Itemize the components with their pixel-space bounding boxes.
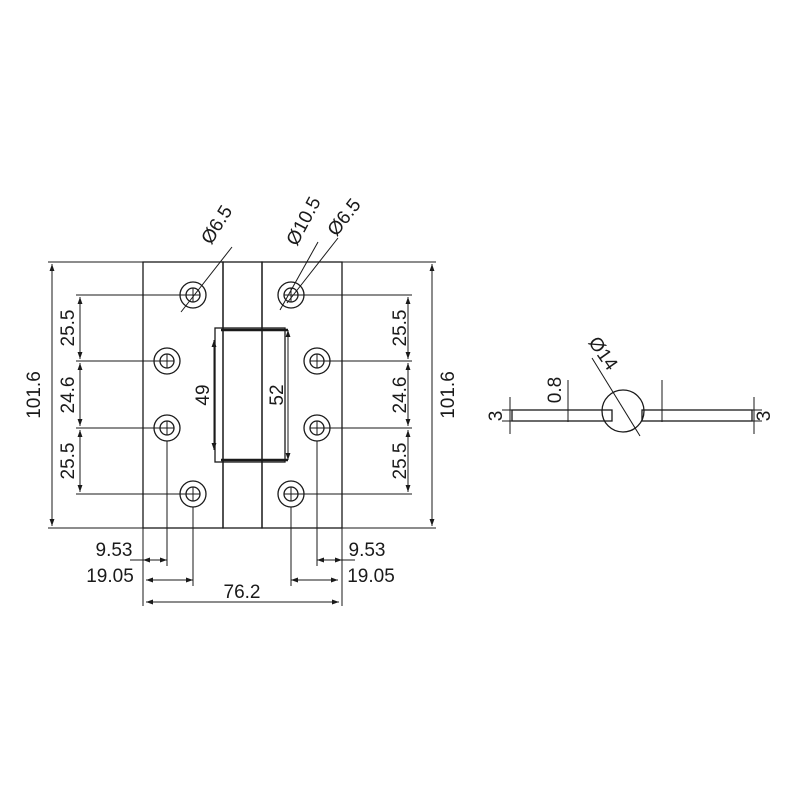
dim-height-left-label: 101.6 xyxy=(24,371,45,419)
side-view: 3 3 0.8 Ø14 xyxy=(486,333,775,437)
dim-left-offset-near: 9.53 xyxy=(96,540,133,561)
dim-right-spacing-top: 25.5 xyxy=(390,310,411,347)
side-right-leaf xyxy=(641,409,753,422)
side-left-leaf xyxy=(511,409,613,422)
dim-knuckle-inner: 49 xyxy=(193,384,214,405)
dim-height-right-label: 101.6 xyxy=(438,371,459,419)
knuckle-body xyxy=(222,261,263,529)
dim-left-spacing-top: 25.5 xyxy=(58,310,79,347)
side-knuckle xyxy=(601,389,645,433)
dim-total-width: 76.2 xyxy=(224,582,261,603)
dim-hole-large: Ø10.5 xyxy=(283,194,326,250)
dim-pin-diameter: Ø14 xyxy=(584,333,622,375)
dim-knuckle-outer: 52 xyxy=(267,384,288,405)
dim-left-spacing-bottom: 25.5 xyxy=(58,443,79,480)
dim-leaf-gap: 0.8 xyxy=(545,377,566,403)
dim-left-offset-far: 19.05 xyxy=(86,566,134,587)
dim-thickness-left: 3 xyxy=(486,411,507,422)
dim-right-spacing-mid: 24.6 xyxy=(390,377,411,414)
dim-right-spacing-bottom: 25.5 xyxy=(390,443,411,480)
dim-right-offset-far: 19.05 xyxy=(347,566,395,587)
front-view: 101.6 101.6 25.5 24.6 25.5 25.5 24.6 25.… xyxy=(24,194,459,606)
dim-hole-small-left: Ø6.5 xyxy=(198,202,238,248)
dim-hole-small-right: Ø6.5 xyxy=(324,195,366,240)
dim-right-offset-near: 9.53 xyxy=(349,540,386,561)
dim-thickness-right: 3 xyxy=(754,411,775,422)
dim-left-spacing-mid: 24.6 xyxy=(58,377,79,414)
